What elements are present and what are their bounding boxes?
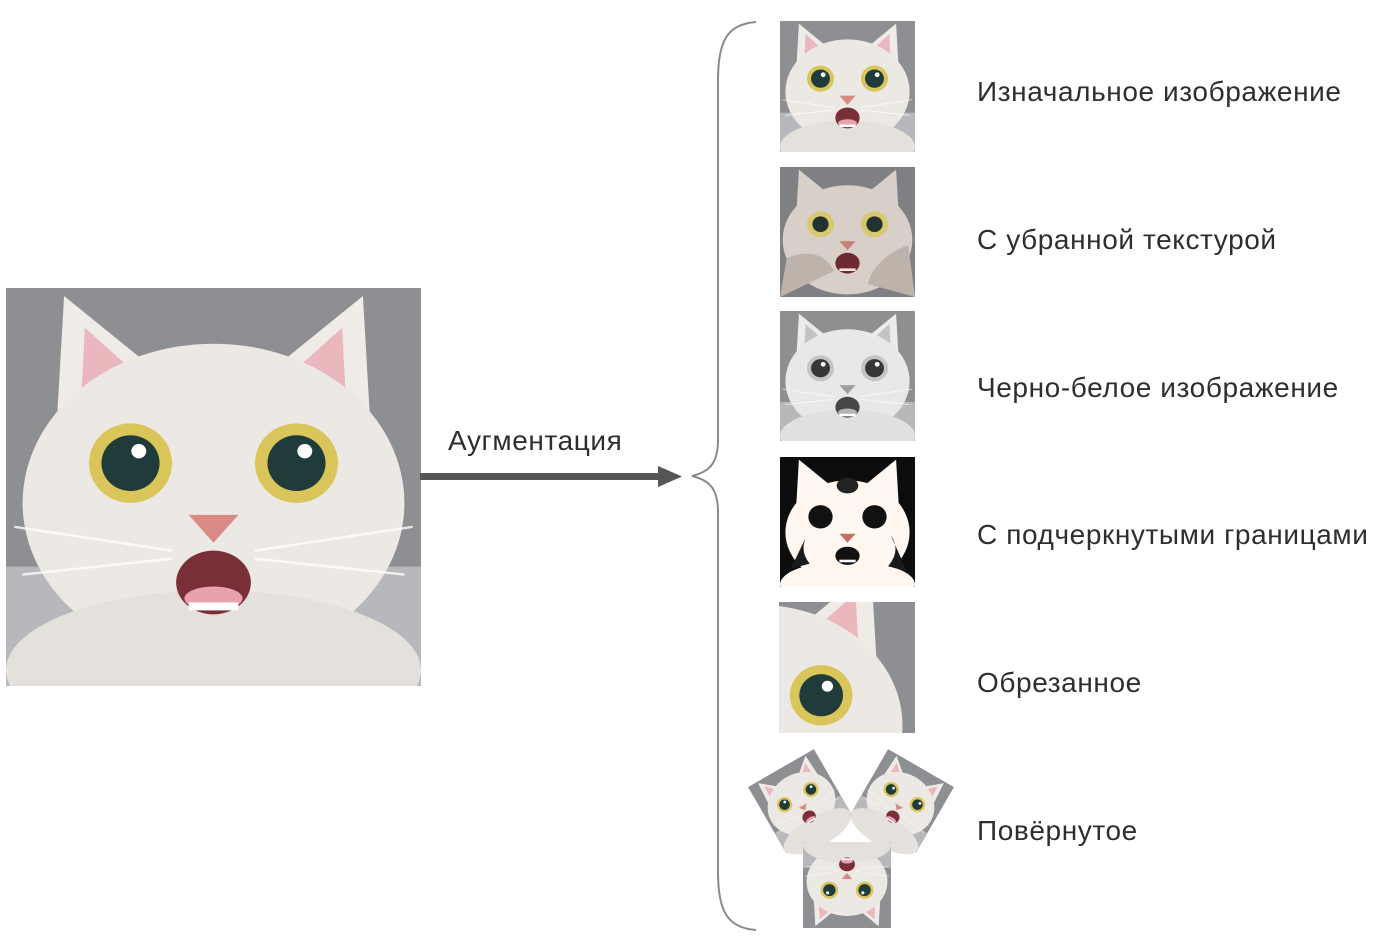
thumb-original — [780, 21, 915, 152]
thumb-cropped — [779, 602, 915, 733]
label-edges: С подчеркнутыми границами — [977, 519, 1369, 550]
thumb-rotated-left — [747, 748, 859, 864]
curly-brace — [691, 21, 757, 931]
label-rotated: Повёрнутое — [977, 815, 1138, 846]
label-grayscale: Черно-белое изображение — [977, 372, 1339, 403]
label-texture-removed: С убранной текстурой — [977, 224, 1277, 255]
augmentation-arrow — [420, 466, 682, 487]
source-cat-image — [6, 288, 421, 686]
augmentation-label: Аугментация — [448, 425, 623, 456]
thumb-rotated-right — [843, 748, 955, 864]
thumb-texture-removed — [780, 167, 915, 297]
label-original: Изначальное изображение — [977, 76, 1342, 107]
thumb-grayscale — [780, 311, 915, 441]
thumb-rotated-upside-down — [803, 842, 891, 928]
thumb-edges — [780, 457, 915, 587]
label-cropped: Обрезанное — [977, 667, 1142, 698]
